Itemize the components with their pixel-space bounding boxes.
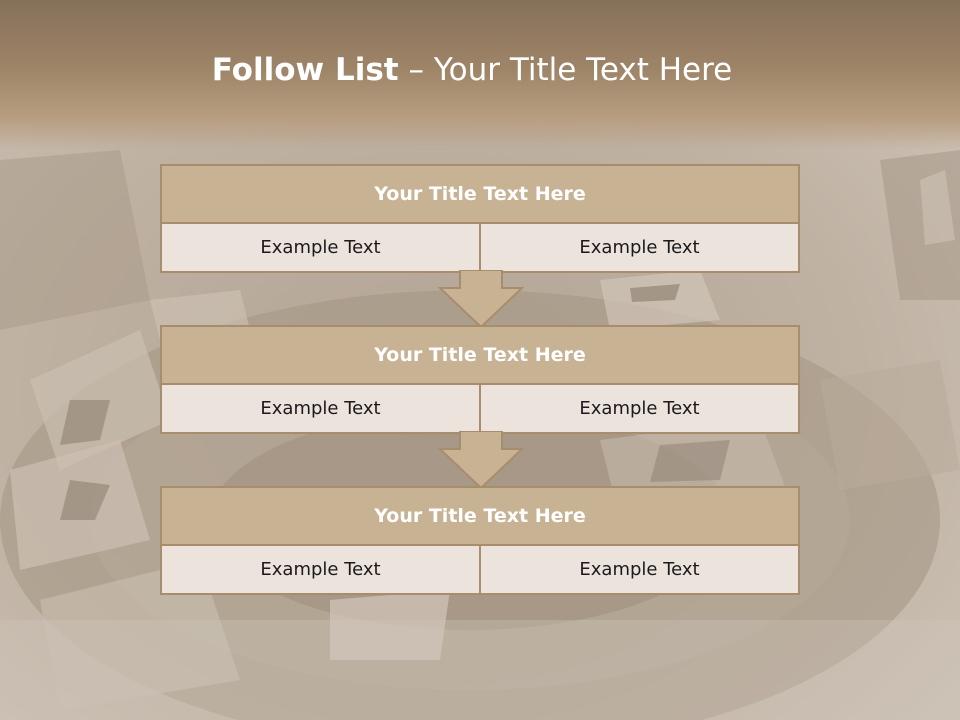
step-row: Example Text Example Text xyxy=(162,385,798,432)
step-box-3: Your Title Text Here Example Text Exampl… xyxy=(160,486,800,595)
title-bold: Follow List xyxy=(211,52,399,88)
step-cell-right: Example Text xyxy=(479,546,798,593)
down-arrow-icon xyxy=(438,270,524,328)
down-arrow-icon xyxy=(438,431,524,489)
step-box-2: Your Title Text Here Example Text Exampl… xyxy=(160,325,800,434)
step-title: Your Title Text Here xyxy=(162,488,798,546)
step-cell-left: Example Text xyxy=(260,559,381,580)
slide-title: Follow List – Your Title Text Here xyxy=(0,52,944,88)
title-band xyxy=(0,0,960,150)
step-row: Example Text Example Text xyxy=(162,546,798,593)
step-box-1: Your Title Text Here Example Text Exampl… xyxy=(160,164,800,273)
step-cell-left: Example Text xyxy=(260,237,381,258)
step-row: Example Text Example Text xyxy=(162,224,798,271)
step-cell-right: Example Text xyxy=(479,385,798,432)
step-title: Your Title Text Here xyxy=(162,166,798,224)
step-cell-right: Example Text xyxy=(479,224,798,271)
step-title: Your Title Text Here xyxy=(162,327,798,385)
title-rest: – Your Title Text Here xyxy=(398,52,733,88)
step-cell-left: Example Text xyxy=(260,398,381,419)
